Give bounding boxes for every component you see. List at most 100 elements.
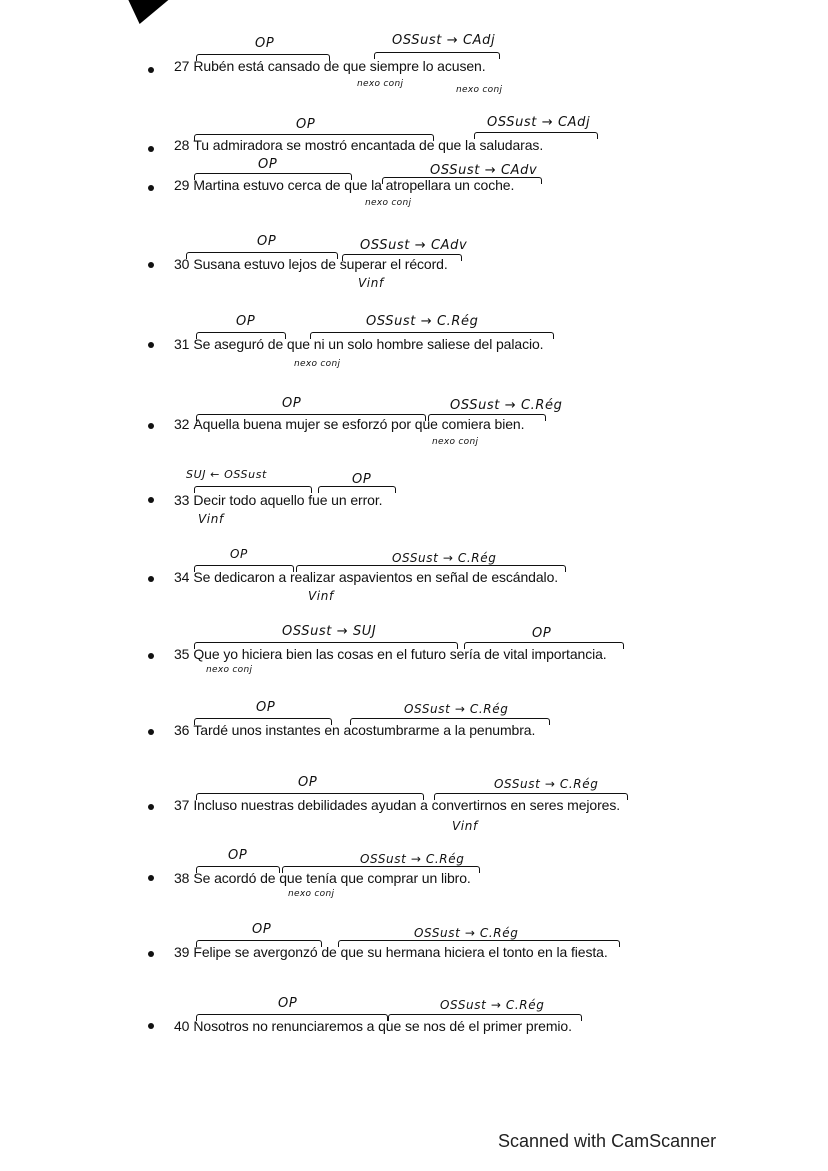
- sentence-number: 29: [174, 177, 190, 193]
- annotation: nexo conj: [432, 437, 479, 447]
- sentence-number: 39: [174, 944, 190, 960]
- right-label: OSSust → C.Rég: [440, 998, 545, 1012]
- right-bracket: [434, 793, 628, 800]
- right-bracket: [388, 1014, 582, 1021]
- bullet: [148, 262, 154, 268]
- scanner-watermark: Scanned with CamScanner: [498, 1131, 717, 1151]
- left-label: OP: [278, 996, 298, 1011]
- right-bracket: [282, 866, 480, 873]
- sentence-number: 40: [174, 1018, 190, 1034]
- sentence-text: Tardé unos instantes en acostumbrarme a …: [193, 722, 536, 738]
- annotation: nexo conj: [206, 665, 253, 675]
- sentence-text: Tu admiradora se mostró encantada de que…: [193, 137, 544, 153]
- right-label: OSSust → C.Rég: [404, 702, 509, 716]
- sentence-text: Rubén está cansado de que siempre lo acu…: [193, 58, 486, 74]
- left-bracket: [196, 866, 280, 873]
- left-label: OP: [256, 700, 276, 715]
- sentence-text: Martina estuvo cerca de que la atropella…: [193, 177, 515, 193]
- sentence-number: 38: [174, 870, 190, 886]
- left-label: OP: [298, 775, 318, 790]
- annotation: nexo conj: [288, 889, 335, 899]
- bullet: [148, 729, 154, 735]
- left-label: OP: [255, 36, 275, 51]
- right-bracket: [428, 414, 546, 421]
- sentence-text: Susana estuvo lejos de superar el récord…: [193, 256, 448, 272]
- right-label: OSSust → C.Rég: [360, 852, 465, 866]
- bullet: [148, 146, 154, 152]
- left-label: OP: [257, 234, 277, 249]
- right-bracket: [464, 642, 624, 649]
- right-bracket: [350, 718, 550, 725]
- right-bracket: [382, 177, 542, 184]
- annotation: nexo conj: [294, 359, 341, 369]
- sentence-number: 31: [174, 336, 190, 352]
- sentence-number: 28: [174, 137, 190, 153]
- sentence-text: Nosotros no renunciaremos a que se nos d…: [193, 1018, 572, 1034]
- right-bracket: [338, 940, 620, 947]
- sentence-text: Felipe se avergonzó de que su hermana hi…: [193, 944, 608, 960]
- right-label: OSSust → CAdv: [430, 163, 538, 178]
- sentence-number: 33: [174, 492, 190, 508]
- left-label: OSSust → SUJ: [282, 624, 377, 639]
- left-bracket: [194, 486, 312, 493]
- left-bracket: [194, 173, 352, 180]
- left-bracket: [194, 134, 434, 141]
- left-label: OP: [252, 922, 272, 937]
- left-bracket: [194, 718, 332, 725]
- right-bracket: [318, 486, 396, 493]
- right-label: OSSust → C.Rég: [450, 398, 563, 413]
- sentence-number: 35: [174, 646, 190, 662]
- annotation: Vinf: [308, 589, 334, 603]
- sentence-text: Que yo hiciera bien las cosas en el futu…: [193, 646, 607, 662]
- sentence-text: Aquella buena mujer se esforzó por que c…: [193, 416, 525, 432]
- left-label: OP: [296, 117, 316, 132]
- sentence-number: 34: [174, 569, 190, 585]
- bullet: [148, 1023, 154, 1029]
- sentence-text: Se aseguró de que ni un solo hombre sali…: [193, 336, 544, 352]
- annotation: nexo conj: [456, 85, 503, 95]
- sentence-number: 36: [174, 722, 190, 738]
- annotation: nexo conj: [357, 79, 404, 89]
- bullet: [148, 342, 154, 348]
- left-bracket: [196, 54, 330, 61]
- annotation: Vinf: [358, 276, 384, 290]
- right-label: OSSust → CAdj: [392, 33, 496, 48]
- sentence-number: 30: [174, 256, 190, 272]
- left-bracket: [196, 940, 322, 947]
- right-label: OSSust → C.Rég: [366, 314, 479, 329]
- right-bracket: [474, 132, 598, 139]
- annotation: nexo conj: [365, 198, 412, 208]
- right-label: OSSust → CAdj: [487, 115, 591, 130]
- bullet: [148, 497, 154, 503]
- right-label: OP: [532, 626, 552, 641]
- sentence-number: 27: [174, 58, 190, 74]
- right-label: OSSust → C.Rég: [494, 777, 599, 791]
- left-label: OP: [282, 396, 302, 411]
- left-label: OP: [230, 547, 248, 561]
- bullet: [148, 804, 154, 810]
- left-bracket: [194, 642, 458, 649]
- bullet: [148, 951, 154, 957]
- right-bracket: [342, 254, 462, 261]
